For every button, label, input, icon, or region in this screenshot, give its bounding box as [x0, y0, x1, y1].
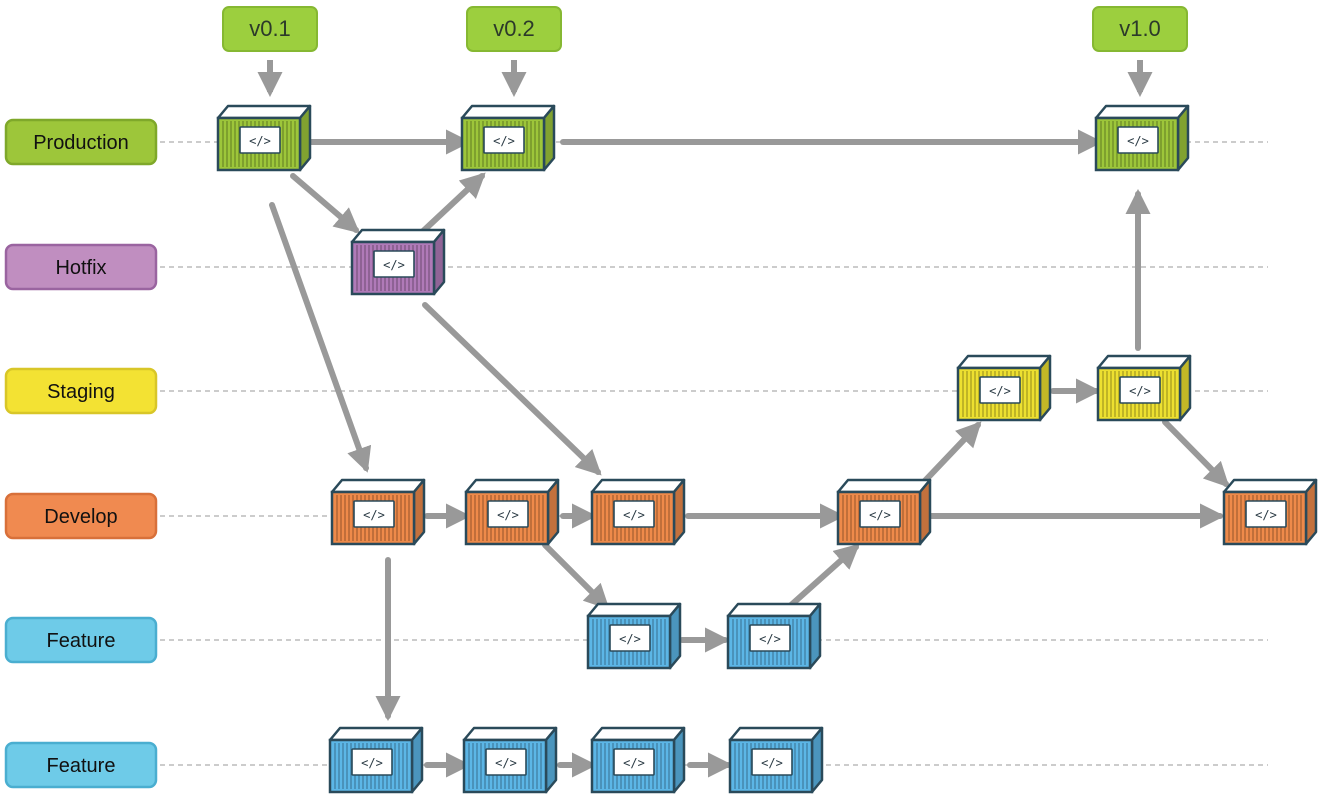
production-node-v0-2: </>	[460, 104, 556, 172]
code-glyph: </>	[1129, 384, 1151, 398]
code-glyph: </>	[493, 134, 515, 148]
develop-node-1: </>	[330, 478, 426, 546]
develop-node-5: </>	[1222, 478, 1318, 546]
code-glyph: </>	[361, 756, 383, 770]
production-node-v0-1: </>	[216, 104, 312, 172]
lane-label-hotfix: Hotfix	[4, 243, 158, 291]
lane-label-text: Hotfix	[55, 257, 106, 279]
code-glyph: </>	[619, 632, 641, 646]
hotfix-node: </>	[350, 228, 446, 296]
lane-label-production: Production	[4, 118, 158, 166]
lane-label-feature2: Feature	[4, 741, 158, 789]
version-tag-v0-2: v0.2	[466, 6, 562, 52]
code-glyph: </>	[989, 384, 1011, 398]
flow-arrow	[422, 302, 602, 476]
develop-node-2: </>	[464, 478, 560, 546]
code-glyph: </>	[869, 508, 891, 522]
code-glyph: </>	[1127, 134, 1149, 148]
lane-label-staging: Staging	[4, 367, 158, 415]
flow-arrow	[290, 173, 360, 234]
lane-label-text: Feature	[47, 755, 116, 777]
lane-label-feature1: Feature	[4, 616, 158, 664]
code-glyph: </>	[383, 258, 405, 272]
lane-label-text: Production	[33, 132, 129, 154]
code-glyph: </>	[1255, 508, 1277, 522]
feature-a-node-2: </>	[726, 602, 822, 670]
flow-arrow	[269, 202, 372, 473]
develop-node-3: </>	[590, 478, 686, 546]
code-glyph: </>	[495, 756, 517, 770]
feature-b-node-1: </>	[328, 726, 424, 794]
code-glyph: </>	[363, 508, 385, 522]
lane-label-develop: Develop	[4, 492, 158, 540]
version-tag-v0-1: v0.1	[222, 6, 318, 52]
code-glyph: </>	[759, 632, 781, 646]
version-tag-text: v0.2	[493, 16, 535, 41]
code-glyph: </>	[761, 756, 783, 770]
code-glyph: </>	[623, 756, 645, 770]
feature-b-node-2: </>	[462, 726, 558, 794]
feature-b-node-3: </>	[590, 726, 686, 794]
flow-arrow	[542, 542, 610, 610]
staging-node-1: </>	[956, 354, 1052, 422]
version-tag-text: v1.0	[1119, 16, 1161, 41]
lane-label-text: Develop	[44, 506, 117, 528]
feature-a-node-1: </>	[586, 602, 682, 670]
staging-node-2: </>	[1096, 354, 1192, 422]
code-glyph: </>	[249, 134, 271, 148]
code-glyph: </>	[497, 508, 519, 522]
lane-label-text: Feature	[47, 630, 116, 652]
lane-label-text: Staging	[47, 381, 115, 403]
flow-arrow	[417, 172, 486, 237]
code-glyph: </>	[623, 508, 645, 522]
flow-arrow	[787, 543, 860, 609]
develop-node-4: </>	[836, 478, 932, 546]
production-node-v1-0: </>	[1094, 104, 1190, 172]
flow-arrow	[1162, 419, 1230, 488]
feature-b-node-4: </>	[728, 726, 824, 794]
flow-arrow	[917, 421, 982, 489]
version-tag-v1-0: v1.0	[1092, 6, 1188, 52]
version-tag-text: v0.1	[249, 16, 291, 41]
